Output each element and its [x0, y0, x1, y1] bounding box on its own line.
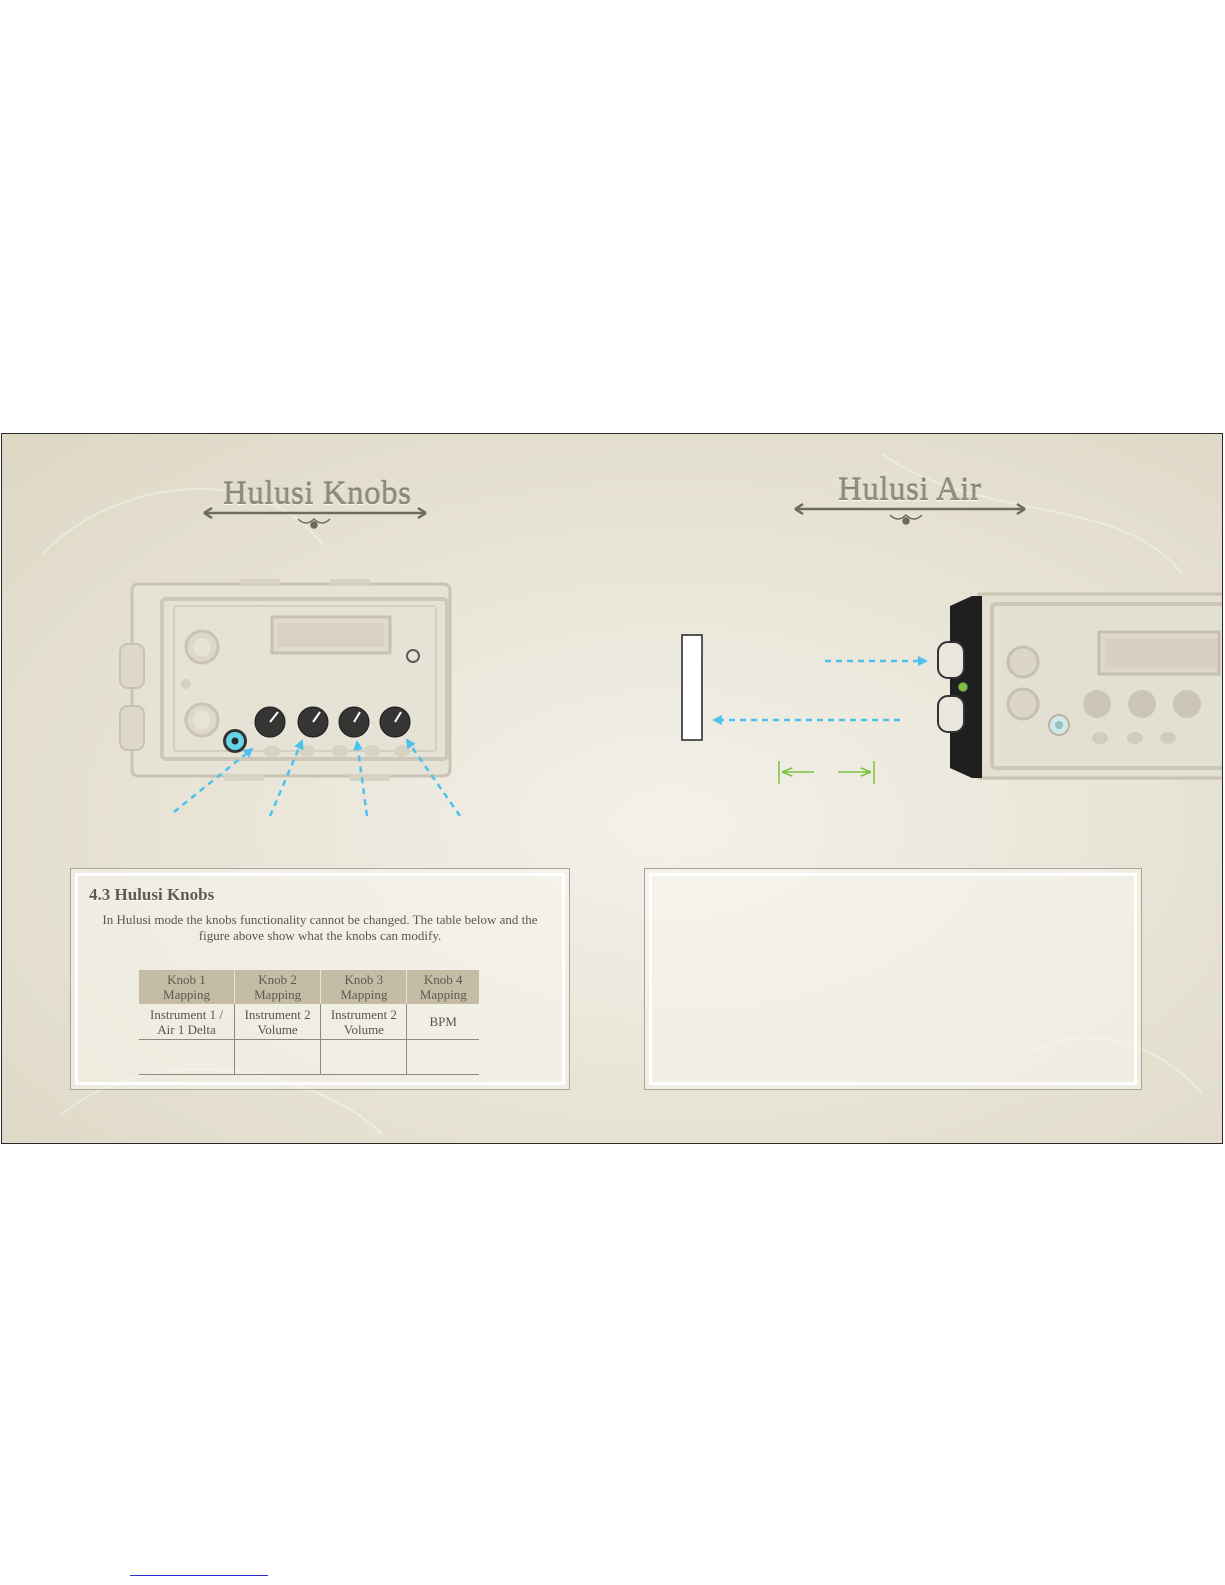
distance-indicator-icon [778, 761, 875, 784]
table-cell: Instrument 1 / Air 1 Delta [139, 1004, 235, 1040]
dashed-arrow-icon [712, 656, 928, 725]
reflective-surface [681, 634, 703, 741]
panel-border [75, 873, 565, 1085]
table-header: Knob 3 Mapping [320, 970, 407, 1004]
section-title: 4.3 Hulusi Knobs [89, 885, 215, 904]
ornament-divider-icon [203, 506, 427, 529]
hulusi-device-front [119, 579, 452, 781]
knob-icon [379, 706, 411, 738]
table-cell [233, 1039, 321, 1075]
led-icon [406, 649, 420, 663]
section-description: In Hulusi mode the knobs functionality c… [102, 912, 538, 943]
jack-icon [937, 695, 965, 733]
table-cell: Instrument 2 Volume [320, 1004, 407, 1040]
table-header-row: Knob 1 Mapping Knob 2 Mapping Knob 3 Map… [139, 970, 479, 1004]
footer-link-underline[interactable] [130, 1575, 268, 1576]
dashed-arrow-icon [173, 738, 462, 817]
illustration-layer [41, 453, 1222, 1135]
knob-icon [297, 706, 329, 738]
table-cell [139, 1039, 235, 1075]
table-cell [320, 1039, 407, 1075]
panel-border [649, 873, 1137, 1085]
table-row [139, 1039, 479, 1075]
hulusi-device-side [937, 592, 1222, 780]
knobs-info-panel: 4.3 Hulusi Knobs In Hulusi mode the knob… [70, 868, 570, 1090]
slide: Hulusi Knobs Hulusi Air 4.3 Hulusi Knobs… [1, 433, 1223, 1144]
table-header: Knob 4 Mapping [406, 970, 479, 1004]
table-row: Instrument 1 / Air 1 Delta Instrument 2 … [139, 1004, 479, 1040]
air-info-panel [644, 868, 1142, 1090]
air-sensor-icon [957, 681, 969, 693]
table-header: Knob 1 Mapping [139, 970, 235, 1004]
table-header: Knob 2 Mapping [233, 970, 321, 1004]
knob-icon [254, 706, 286, 738]
table-cell: Instrument 2 Volume [233, 1004, 321, 1040]
table-cell [406, 1039, 479, 1075]
jack-icon [937, 641, 965, 679]
left-heading: Hulusi Knobs [223, 476, 412, 512]
right-heading: Hulusi Air [838, 472, 982, 508]
table-cell: BPM [406, 1004, 479, 1040]
ornament-divider-icon [794, 502, 1026, 525]
knob-mapping-table: Knob 1 Mapping Knob 2 Mapping Knob 3 Map… [139, 970, 479, 1075]
knob-icon [338, 706, 370, 738]
